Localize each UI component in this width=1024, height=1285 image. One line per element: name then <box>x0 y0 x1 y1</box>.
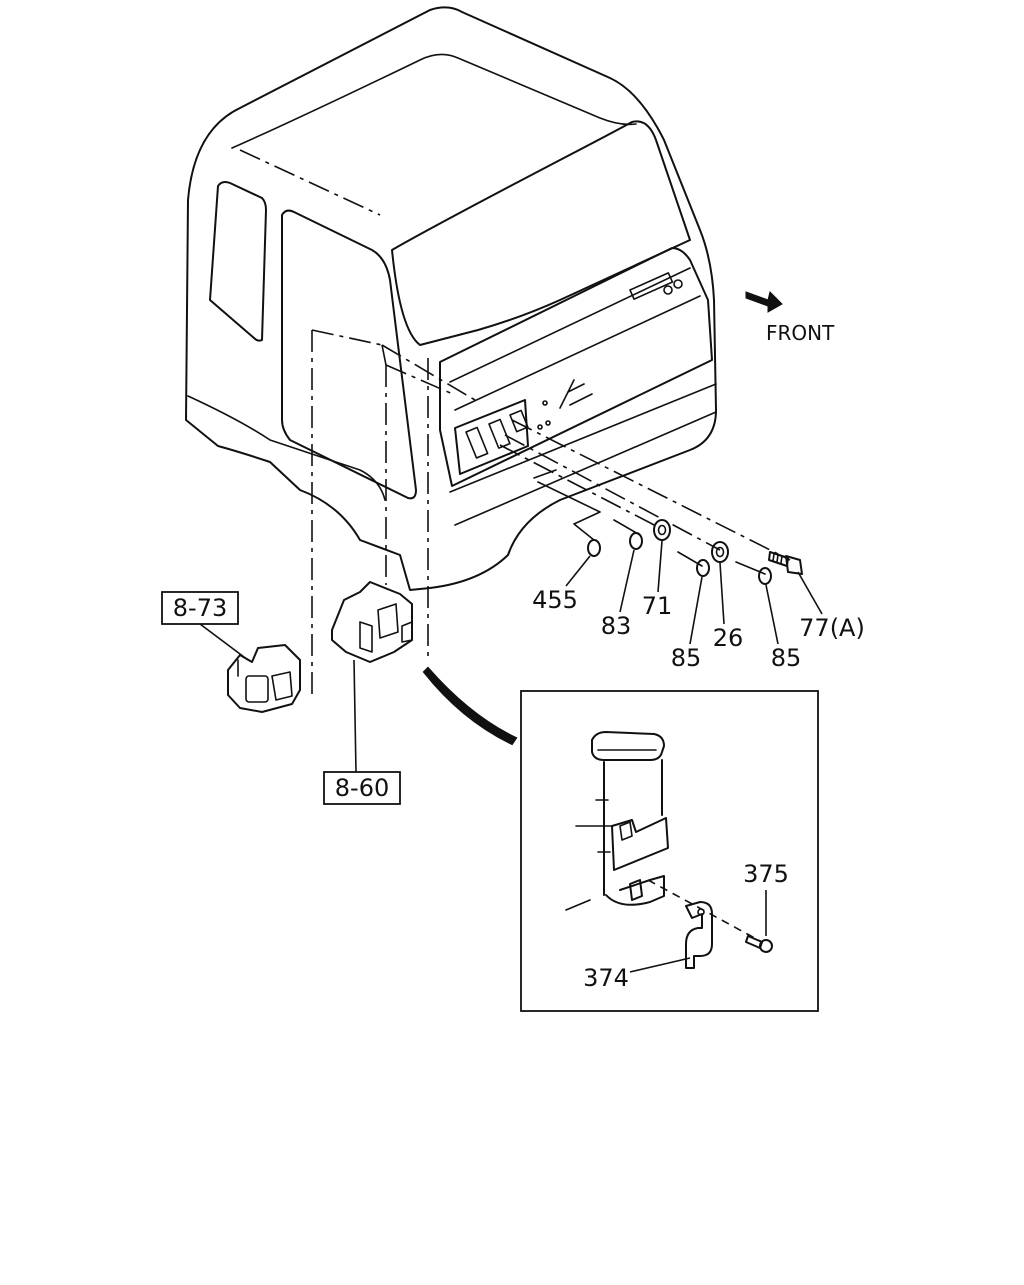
emblem-icon <box>559 379 593 409</box>
part-label-455: 455 <box>532 586 578 614</box>
windshield <box>391 120 691 346</box>
component-8-60 <box>331 581 413 663</box>
nut-71-icon <box>653 519 671 541</box>
detail-base <box>605 875 665 906</box>
front-indicator: FRONT <box>745 291 835 345</box>
screw-375-icon <box>745 935 773 953</box>
leader-85-a <box>689 576 703 645</box>
leader-77a <box>797 571 823 615</box>
part-label-83: 83 <box>601 612 632 640</box>
grommet-83 <box>629 532 643 550</box>
switch-slot-2 <box>488 418 511 449</box>
bolt-77-icon <box>768 551 803 575</box>
ref-label-8-73: 8-73 <box>173 594 227 622</box>
leader-455 <box>565 555 591 587</box>
part-label-375: 375 <box>743 860 789 888</box>
part-label-26: 26 <box>713 624 744 652</box>
switch-panel <box>454 399 529 475</box>
front-lamp <box>629 272 674 300</box>
panel-hole <box>542 400 548 406</box>
detail-clip-374 <box>685 901 713 969</box>
clip-hole <box>697 908 705 916</box>
door-window <box>281 209 417 500</box>
part-label-77a: 77(A) <box>799 614 865 642</box>
mirror-face <box>245 675 269 703</box>
bracket-detail <box>359 603 413 653</box>
lower-bumper-2 <box>454 411 717 526</box>
detail-inset: 375 374 <box>520 690 819 1012</box>
lamp-dot <box>663 285 673 295</box>
detail-plate-hole <box>619 821 633 841</box>
bolt-line-26 <box>504 434 721 551</box>
detail-frame <box>520 690 819 1012</box>
leader-83 <box>619 549 635 613</box>
detail-screw-path <box>647 879 763 943</box>
panel-hole <box>537 424 543 430</box>
detail-bracket-top <box>591 731 665 761</box>
side-window-rear <box>209 181 267 342</box>
ref-label-8-60: 8-60 <box>335 774 389 802</box>
part-label-374: 374 <box>583 964 629 992</box>
switch-slot-3 <box>509 409 529 433</box>
panel-slot <box>533 469 557 479</box>
leader-71 <box>657 540 663 593</box>
lower-bumper-1 <box>449 383 717 493</box>
leader-8-73 <box>199 623 249 661</box>
detail-pin <box>629 879 643 901</box>
front-label: FRONT <box>766 321 835 345</box>
arrow-icon <box>745 291 783 313</box>
callout-8-60[interactable]: 8-60 <box>323 771 401 805</box>
leader-85-b <box>765 584 779 645</box>
detail-plate <box>611 817 669 871</box>
mirror-detail <box>237 659 293 701</box>
bolt-line-77 <box>511 419 791 561</box>
part-label-85-a: 85 <box>671 644 702 672</box>
grommet-455 <box>587 539 601 557</box>
panel-hole <box>545 420 551 426</box>
mirror-assembly-8-73 <box>227 644 301 713</box>
part-label-85-b: 85 <box>771 644 802 672</box>
ref-box-8-60 <box>323 771 401 805</box>
leader-8-60 <box>353 659 357 773</box>
grille-panel <box>439 247 713 487</box>
part-label-71: 71 <box>642 592 673 620</box>
nut-26-icon <box>711 541 729 563</box>
mirror-path <box>311 329 387 695</box>
bracket-455 <box>537 481 601 541</box>
truck-cab <box>185 6 717 591</box>
cab-outline <box>185 6 717 591</box>
grille-rib-2 <box>454 295 701 411</box>
lamp-dot <box>673 279 683 289</box>
roof-crease <box>231 53 637 149</box>
callout-8-73[interactable]: 8-73 <box>161 591 239 625</box>
detail-pointer <box>422 666 518 746</box>
grommet-85b <box>758 567 772 585</box>
leader-26 <box>719 562 725 625</box>
switch-slot-1 <box>465 426 489 459</box>
grille-rib-1 <box>449 267 691 383</box>
component-8-73 <box>227 644 301 713</box>
grommet-85a <box>696 559 710 577</box>
bolt-line-71 <box>499 444 661 529</box>
roof-dash <box>239 149 381 216</box>
leader-374 <box>629 957 691 973</box>
detail-ticks <box>565 799 613 911</box>
door-line <box>187 395 386 501</box>
small-parts <box>587 519 803 585</box>
detail-post <box>603 759 663 896</box>
